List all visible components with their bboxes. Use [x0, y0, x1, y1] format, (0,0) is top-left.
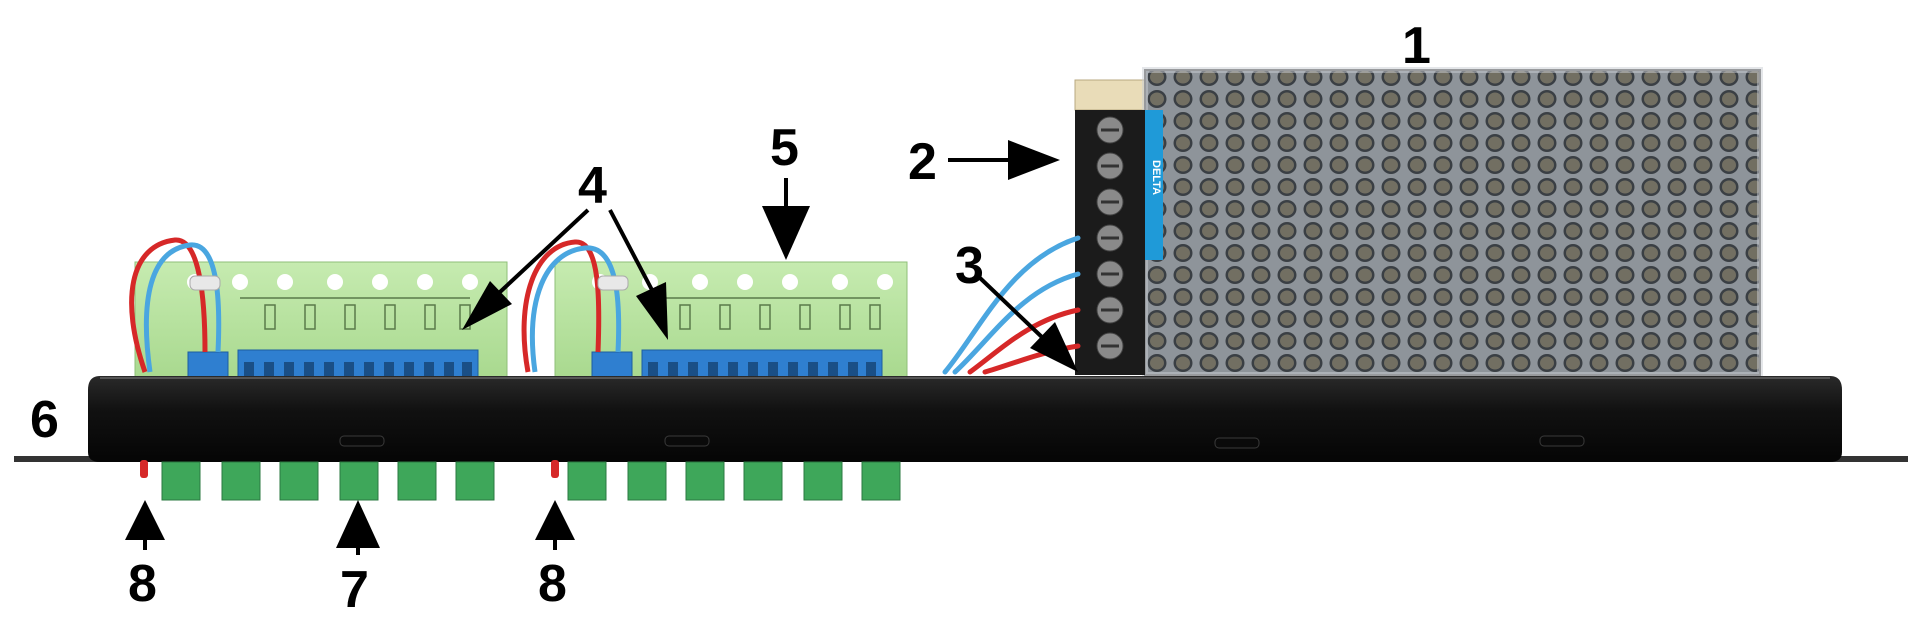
distribution-board-left — [129, 237, 508, 383]
callout-label-7: 7 — [340, 561, 369, 619]
psu-brand-label — [1143, 110, 1163, 260]
callout-label-1: 1 — [1402, 17, 1431, 75]
power-supply: DELTA — [1074, 67, 1763, 378]
callout-label-4: 4 — [578, 157, 607, 215]
callout-label-8-left: 8 — [128, 555, 157, 613]
callout-label-3: 3 — [955, 237, 984, 295]
distribution-board-right — [521, 239, 908, 383]
psu-brand-text: DELTA — [1150, 160, 1162, 195]
psu-terminal-screws — [1096, 116, 1124, 360]
rack-chassis — [14, 376, 1908, 462]
callout-arrows — [125, 140, 1078, 555]
callout-label-8-right: 8 — [538, 555, 567, 613]
callout-label-6: 6 — [30, 391, 59, 449]
fuse-indicators — [140, 460, 559, 478]
led-indicators — [161, 461, 901, 501]
callout-label-2: 2 — [908, 133, 937, 191]
callout-label-5: 5 — [770, 119, 799, 177]
